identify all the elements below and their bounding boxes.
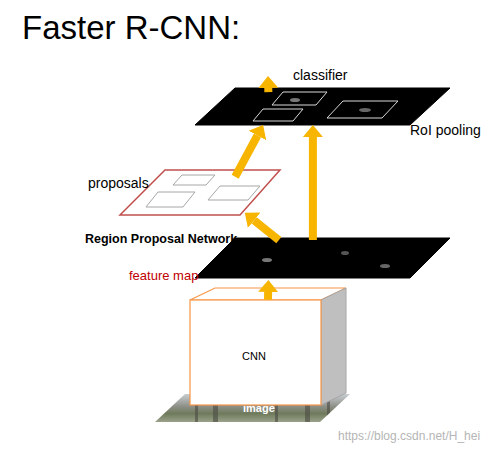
roi-pooling-layer: RoI pooling	[195, 88, 457, 130]
proposals-layer: proposals	[120, 170, 280, 215]
edge-label: Region Proposal Network	[85, 233, 237, 247]
node-outline	[190, 288, 346, 406]
activation-blob	[290, 98, 300, 102]
activation-blob	[341, 251, 349, 255]
photo-detail	[327, 394, 330, 422]
photo-detail	[195, 394, 198, 422]
roi-box	[327, 101, 398, 118]
flow-arrow	[235, 136, 257, 177]
watermark: https://blog.csdn.net/H_hei	[338, 430, 480, 443]
box-side-face	[321, 288, 346, 405]
box-label: CNN	[242, 350, 266, 362]
proposal-box	[208, 186, 260, 200]
layer-label: proposals	[88, 176, 149, 191]
cnn-box: CNN	[190, 288, 346, 406]
diagram-title: Faster R-CNN:	[22, 10, 240, 46]
flow-arrow	[264, 88, 272, 92]
flow-arrow	[264, 292, 272, 300]
classifier-label: classifier	[293, 68, 347, 83]
activation-blob	[359, 108, 371, 112]
activation-blob	[380, 264, 390, 268]
box-top-face	[190, 288, 346, 300]
photo-detail	[305, 394, 310, 422]
roi-box	[272, 92, 327, 105]
output-label: classifier	[255, 66, 355, 86]
flow-arrow	[254, 220, 279, 240]
proposal-box	[173, 175, 215, 185]
flow-arrow	[309, 137, 317, 240]
photo-detail	[213, 394, 218, 422]
roi-box	[253, 109, 303, 121]
layer-label: feature map	[129, 269, 198, 283]
photo-detail	[275, 394, 278, 422]
activation-blob	[262, 258, 272, 262]
layer-plane	[195, 88, 450, 125]
photo-plane	[155, 394, 350, 422]
proposal-box	[146, 192, 195, 207]
layer-label: RoI pooling	[410, 123, 481, 138]
box-front-face	[190, 300, 321, 405]
